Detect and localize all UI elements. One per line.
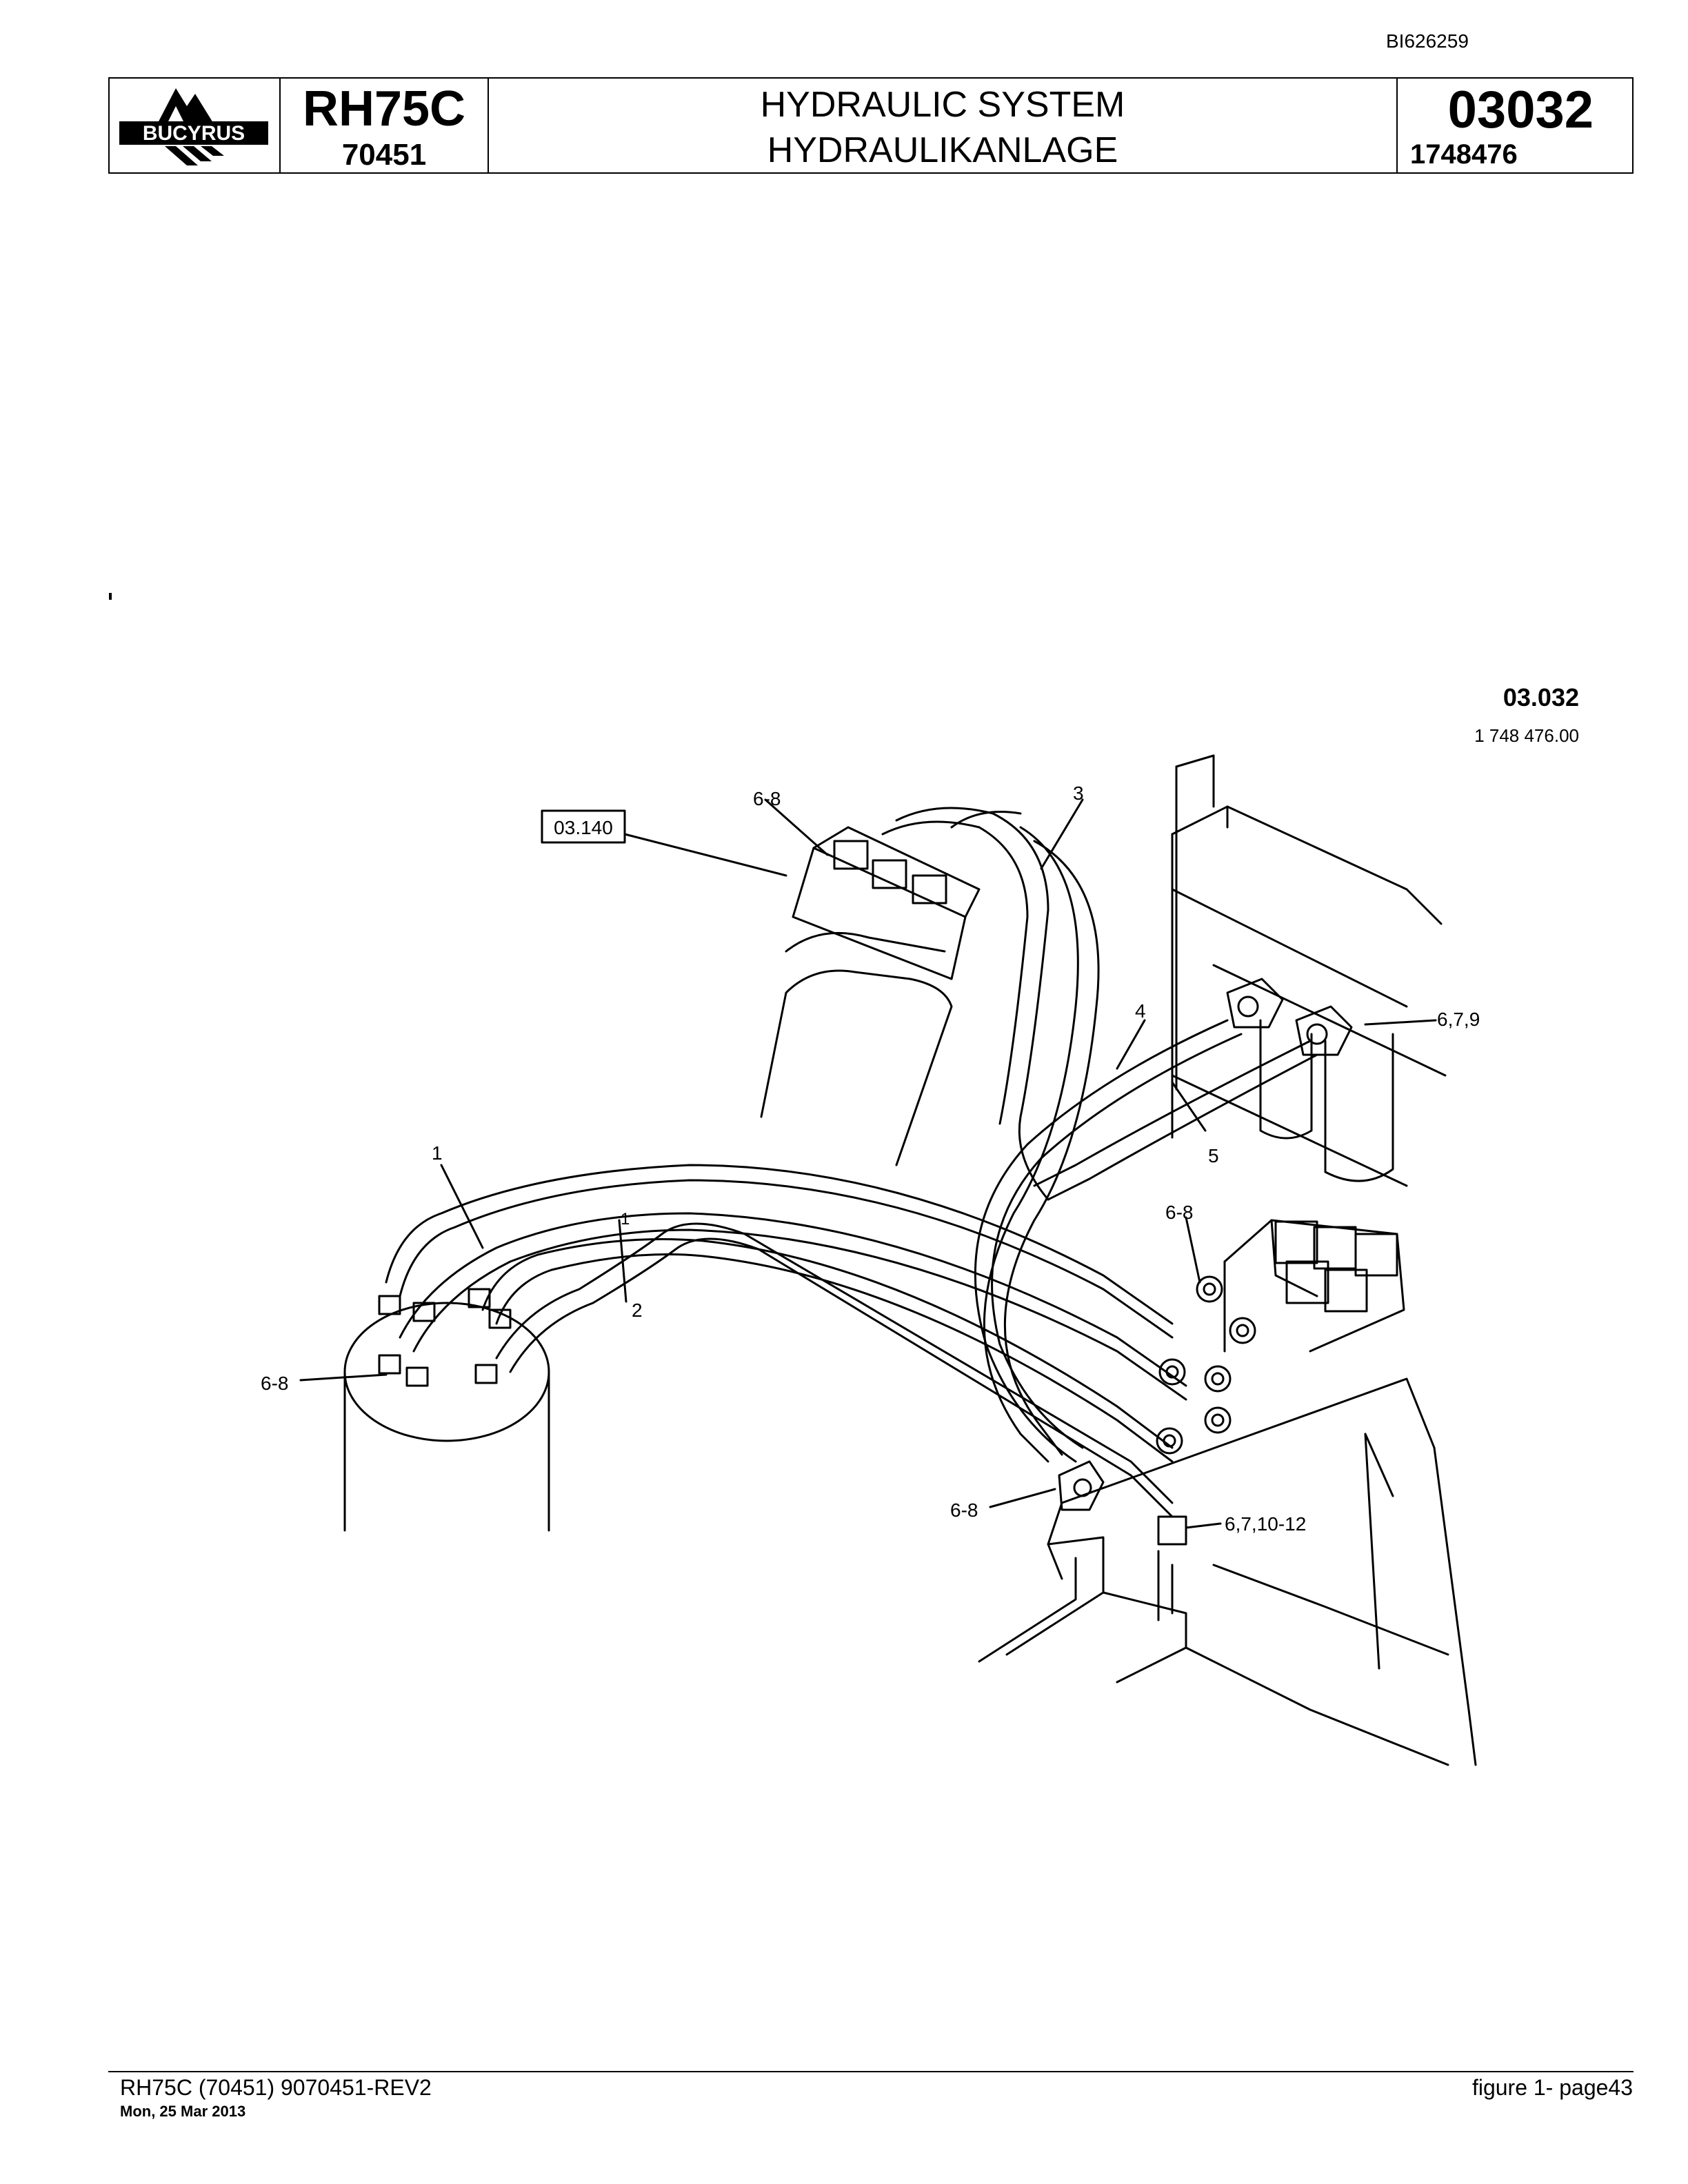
callout-5: 5 — [1208, 1145, 1219, 1166]
reference-box — [541, 809, 626, 844]
flange-fittings — [1058, 978, 1353, 1546]
figure-code: 03.032 — [1503, 683, 1579, 711]
tank-housing — [1171, 754, 1447, 1187]
valve-block — [1223, 1219, 1405, 1353]
leader-lines — [299, 798, 1437, 1529]
number-cell: 03032 1748476 — [1398, 79, 1632, 172]
title-block: BUCYRUS RH75C 70451 HYDRAULIC SYSTEM HYD… — [108, 77, 1634, 174]
callout-6-8-left: 6-8 — [261, 1373, 288, 1394]
callout-4: 4 — [1135, 1000, 1146, 1022]
callout-6-8-top: 6-8 — [753, 788, 781, 809]
document-id: BI626259 — [1386, 30, 1469, 52]
logo-cell: BUCYRUS — [110, 79, 281, 172]
footer-date: Mon, 25 Mar 2013 — [120, 2103, 246, 2120]
part-number: 1748476 — [1410, 139, 1518, 170]
callout-6-7-9: 6,7,9 — [1437, 1009, 1480, 1030]
callout-3: 3 — [1073, 782, 1084, 804]
section-number: 03032 — [1447, 81, 1594, 139]
title-english: HYDRAULIC SYSTEM — [760, 85, 1125, 125]
serial-number: 70451 — [341, 138, 427, 172]
callout-6-7-10-12: 6,7,10-12 — [1225, 1513, 1306, 1535]
svg-text:BUCYRUS: BUCYRUS — [143, 122, 245, 145]
base-frame — [978, 1377, 1477, 1766]
callout-6-8-bottom: 6-8 — [950, 1499, 978, 1521]
title-german: HYDRAULIKANLAGE — [767, 130, 1118, 170]
hydraulic-tank — [343, 1288, 550, 1532]
figure-number: 1 748 476.00 — [1474, 725, 1579, 746]
callout-6-8-right: 6-8 — [1165, 1202, 1193, 1223]
hoses — [385, 807, 1318, 1518]
return-filters — [1259, 1019, 1394, 1182]
footer-page: figure 1- page43 — [1471, 2075, 1633, 2100]
footer-document-ref: RH75C (70451) 9070451-REV2 — [120, 2075, 432, 2100]
model-cell: RH75C 70451 — [281, 79, 489, 172]
footer-rule — [108, 2071, 1634, 2072]
pressure-filter — [760, 826, 981, 1166]
title-cell: HYDRAULIC SYSTEM HYDRAULIKANLAGE — [489, 79, 1398, 172]
callout-1: 1 — [432, 1142, 443, 1164]
model-name: RH75C — [302, 81, 466, 136]
callout-1b: 1 — [621, 1210, 630, 1228]
callout-2: 2 — [632, 1300, 643, 1321]
reference-box-label: 03.140 — [554, 817, 613, 838]
bucyrus-logo: BUCYRUS — [119, 88, 268, 165]
